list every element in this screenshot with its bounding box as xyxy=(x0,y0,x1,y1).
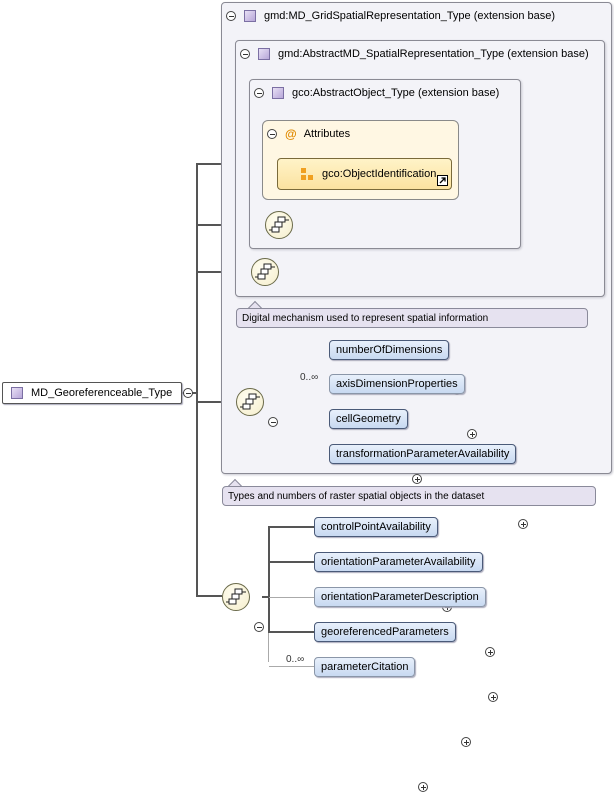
reference-arrow-icon xyxy=(437,175,448,186)
connector xyxy=(268,631,314,633)
element-orientation-parameter-availability[interactable]: orientationParameterAvailability xyxy=(314,552,483,572)
collapse-ext2-button[interactable] xyxy=(240,49,250,59)
element-label: cellGeometry xyxy=(336,413,401,425)
element-orientation-parameter-description[interactable]: orientationParameterDescription xyxy=(314,587,486,607)
expand-transformation-parameter-availability-button[interactable] xyxy=(518,519,528,529)
element-georeferenced-parameters[interactable]: georeferencedParameters xyxy=(314,622,456,642)
ext1-label: gmd:MD_GridSpatialRepresentation_Type (e… xyxy=(264,10,556,22)
ext3-label: gco:AbstractObject_Type (extension base) xyxy=(292,87,500,99)
element-label: georeferencedParameters xyxy=(321,626,449,638)
annotation-spatial-representation: Digital mechanism used to represent spat… xyxy=(236,308,588,328)
expand-parameter-citation-button[interactable] xyxy=(418,782,428,792)
connector xyxy=(268,527,270,633)
element-cell-geometry[interactable]: cellGeometry xyxy=(329,409,408,429)
expand-orientation-parameter-availability-button[interactable] xyxy=(485,647,495,657)
connector xyxy=(262,596,269,598)
attribute-group-label: gco:ObjectIdentification xyxy=(322,168,437,180)
connector xyxy=(268,632,269,662)
expand-cell-geometry-button[interactable] xyxy=(412,474,422,484)
element-label: orientationParameterAvailability xyxy=(321,556,476,568)
annotation-grid-representation: Types and numbers of raster spatial obje… xyxy=(222,486,596,506)
connector xyxy=(196,163,198,597)
element-control-point-availability[interactable]: controlPointAvailability xyxy=(314,517,438,537)
attribute-group-icon xyxy=(301,168,313,180)
element-axis-dimension-properties[interactable]: axisDimensionProperties xyxy=(329,374,465,394)
element-label: transformationParameterAvailability xyxy=(336,448,510,460)
element-parameter-citation[interactable]: parameterCitation xyxy=(314,657,416,677)
complex-type-icon xyxy=(244,10,256,22)
attribute-group-object-identification[interactable]: gco:ObjectIdentification xyxy=(277,158,452,190)
collapse-attributes-button[interactable] xyxy=(267,129,277,139)
expand-orientation-parameter-description-button[interactable] xyxy=(488,692,498,702)
connector xyxy=(196,595,222,597)
element-number-of-dimensions[interactable]: numberOfDimensions xyxy=(329,340,450,360)
attribute-at-icon: @ xyxy=(285,127,297,141)
root-element-label: MD_Georeferenceable_Type xyxy=(31,387,173,399)
sequence-icon xyxy=(240,393,260,410)
collapse-ext1-button[interactable] xyxy=(226,11,236,21)
root-element[interactable]: MD_Georeferenceable_Type xyxy=(2,382,182,404)
connector xyxy=(196,401,236,403)
sequence-icon xyxy=(269,216,289,233)
connector xyxy=(269,597,314,598)
collapse-root-button[interactable] xyxy=(183,388,193,398)
sequence-compositor-spatial xyxy=(251,258,279,286)
sequence-icon xyxy=(255,263,275,280)
collapse-geo-sequence-button[interactable] xyxy=(254,622,264,632)
element-label: parameterCitation xyxy=(321,661,409,673)
sequence-compositor-georeferenceable xyxy=(222,583,250,611)
cardinality-label: 0..∞ xyxy=(286,654,305,665)
annotation-grid-text: Types and numbers of raster spatial obje… xyxy=(228,490,485,502)
annotation-spatial-text: Digital mechanism used to represent spat… xyxy=(242,312,489,324)
complex-type-icon xyxy=(11,387,23,399)
expand-axis-dimension-properties-button[interactable] xyxy=(467,429,477,439)
cardinality-label: 0..∞ xyxy=(300,372,319,383)
sequence-compositor-object xyxy=(265,211,293,239)
collapse-ext3-button[interactable] xyxy=(254,88,264,98)
element-transformation-parameter-availability[interactable]: transformationParameterAvailability xyxy=(329,444,517,464)
attributes-label: Attributes xyxy=(303,128,351,140)
expand-georeferenced-parameters-button[interactable] xyxy=(461,737,471,747)
element-label: orientationParameterDescription xyxy=(321,591,479,603)
sequence-icon xyxy=(226,588,246,605)
connector xyxy=(268,526,314,528)
complex-type-icon xyxy=(272,87,284,99)
connector xyxy=(269,666,314,667)
collapse-grid-sequence-button[interactable] xyxy=(268,417,278,427)
complex-type-icon xyxy=(258,48,270,60)
connector xyxy=(268,561,314,563)
element-label: numberOfDimensions xyxy=(336,344,443,356)
sequence-compositor-grid xyxy=(236,388,264,416)
ext2-label: gmd:AbstractMD_SpatialRepresentation_Typ… xyxy=(278,48,589,60)
element-label: controlPointAvailability xyxy=(321,521,431,533)
element-label: axisDimensionProperties xyxy=(336,378,458,390)
